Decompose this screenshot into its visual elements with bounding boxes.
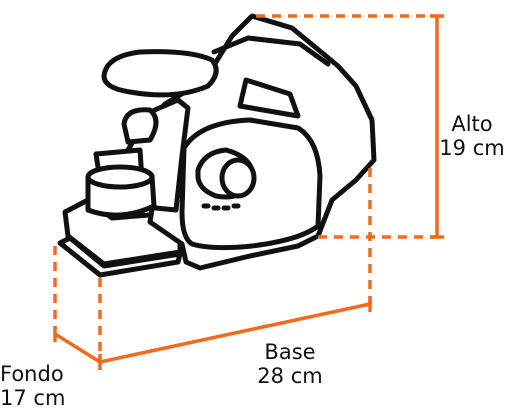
planer-depth-knob-cap [219,157,257,199]
planer-upper-ridge [211,35,331,67]
planer-neck [121,107,159,145]
planer-grip-handle [101,49,219,98]
alto-label-name: Alto [451,112,493,136]
fondo-dimension-line [54,332,101,364]
fondo-label: Fondo 17 cm [0,362,78,410]
planer-knob-top [85,164,155,190]
base-label-value: 28 cm [257,364,323,388]
planer-trigger [237,77,301,119]
alto-label: Alto 19 cm [436,112,508,160]
base-dimension-line [99,302,371,364]
base-label: Base 28 cm [240,340,340,388]
fondo-label-value: 17 cm [0,386,66,410]
dimension-lines [53,14,444,370]
planer-illustration [57,13,377,278]
alto-label-value: 19 cm [439,136,505,160]
base-label-name: Base [264,340,316,364]
fondo-label-name: Fondo [0,362,64,386]
